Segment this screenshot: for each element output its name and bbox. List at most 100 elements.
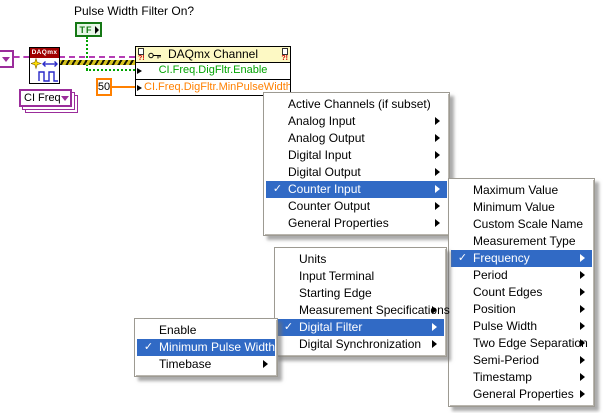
numeric-wire: [112, 86, 135, 88]
reference-icon: [148, 52, 161, 59]
menu-item-enable[interactable]: Enable: [137, 322, 275, 339]
menu-item-label: Timebase: [159, 357, 212, 371]
menu-item-label: Active Channels (if subset): [288, 97, 431, 111]
error-glyph: ?!: [138, 55, 145, 62]
daqmx-channel-property-node[interactable]: ?! DAQmx Channel ?! CI.Freq.DigFltr.Enab…: [135, 46, 291, 96]
menu-item-measurement-specifications[interactable]: Measurement Specifications: [277, 302, 450, 319]
menu-item-digital-input[interactable]: Digital Input: [266, 147, 447, 164]
checkmark-icon: ✓: [143, 341, 154, 353]
numeric-constant[interactable]: 50: [96, 78, 112, 96]
menu-item-label: Digital Synchronization: [299, 337, 422, 351]
submenu-arrow-icon: [435, 202, 440, 210]
submenu-arrow-icon: [580, 288, 585, 296]
submenu-arrow-icon: [432, 323, 437, 331]
menu-item-label: Count Edges: [473, 285, 543, 299]
property-node-title: DAQmx Channel: [167, 47, 259, 61]
submenu-arrow-icon: [435, 151, 440, 159]
menu-item-counter-output[interactable]: Counter Output: [266, 198, 447, 215]
daqmx-task-wire: [59, 60, 135, 65]
menu-item-units[interactable]: Units: [277, 251, 444, 268]
selector-value: CI Freq: [24, 92, 61, 104]
channel-wire-left: [14, 56, 29, 58]
submenu-arrow-icon: [435, 219, 440, 227]
error-glyph: ?!: [281, 55, 288, 62]
boolean-wire-vertical: [86, 37, 88, 70]
menu-item-label: Digital Input: [288, 148, 352, 162]
menu-item-label: Units: [299, 252, 327, 266]
checkmark-icon: ✓: [457, 252, 468, 264]
submenu-arrow-icon: [580, 390, 585, 398]
property-row-ci-freq-digfltr-minpulsewidth[interactable]: CI.Freq.DigFltr.MinPulseWidth: [136, 79, 290, 95]
menu-item-frequency[interactable]: ✓ Frequency: [451, 250, 592, 267]
property-row-label: CI.Freq.DigFltr.MinPulseWidth: [144, 81, 290, 93]
menu-item-custom-scale-name[interactable]: Custom Scale Name: [451, 216, 592, 233]
submenu-arrow-icon: [580, 305, 585, 313]
menu-item-general-properties[interactable]: General Properties: [266, 215, 447, 232]
menu-item-digital-synchronization[interactable]: Digital Synchronization: [277, 336, 444, 353]
dropdown-arrow-icon: [2, 56, 10, 62]
menu-item-label: Period: [473, 268, 508, 282]
menu-item-label: Custom Scale Name: [473, 217, 584, 231]
menu-item-analog-output[interactable]: Analog Output: [266, 130, 447, 147]
menu-item-minimum-pulse-width[interactable]: ✓Minimum Pulse Width: [137, 339, 275, 356]
menu-item-digital-filter[interactable]: ✓ Digital Filter: [277, 319, 444, 336]
menu-item-label: Digital Output: [288, 165, 361, 179]
menu-item-label: Starting Edge: [299, 286, 372, 300]
menu-item-general-properties[interactable]: General Properties: [451, 386, 592, 403]
dropdown-arrow-icon: [61, 95, 69, 101]
menu-item-label: Measurement Type: [473, 234, 576, 248]
input-terminal-icon: [137, 85, 142, 91]
menu-item-analog-input[interactable]: Analog Input: [266, 113, 447, 130]
boolean-constant-label: Pulse Width Filter On?: [74, 4, 195, 18]
menu-item-input-terminal[interactable]: Input Terminal: [277, 268, 444, 285]
menu-item-counter-input[interactable]: ✓Counter Input: [266, 181, 447, 198]
menu-item-label: Input Terminal: [299, 269, 375, 283]
menu-item-maximum-value[interactable]: Maximum Value: [451, 182, 592, 199]
channel-constant[interactable]: [0, 50, 14, 68]
daqmx-create-channel-vi[interactable]: DAQmx: [29, 47, 60, 84]
menu-item-label: Digital Filter: [299, 320, 363, 334]
submenu-arrow-icon: [435, 134, 440, 142]
menu-item-pulse-width[interactable]: Pulse Width: [451, 318, 592, 335]
menu-item-digital-output[interactable]: Digital Output: [266, 164, 447, 181]
menu-item-timebase[interactable]: Timebase: [137, 356, 275, 373]
submenu-arrow-icon: [435, 168, 440, 176]
submenu-arrow-icon: [580, 322, 585, 330]
menu-item-two-edge-separation[interactable]: Two Edge Separation: [451, 335, 592, 352]
boolean-wire-horizontal: [86, 69, 135, 71]
menu-item-label: Frequency: [473, 251, 530, 265]
menu-item-count-edges[interactable]: Count Edges: [451, 284, 592, 301]
polymorphic-vi-selector[interactable]: CI Freq: [19, 89, 72, 107]
submenu-arrow-icon: [432, 340, 437, 348]
menu-item-label: Enable: [159, 323, 197, 337]
menu-item-label: Two Edge Separation: [473, 336, 588, 350]
menu-item-period[interactable]: Period: [451, 267, 592, 284]
menu-item-label: Minimum Value: [473, 200, 555, 214]
tf-arrow-icon: [95, 25, 99, 34]
menu-item-semi-period[interactable]: Semi-Period: [451, 352, 592, 369]
menu-item-minimum-value[interactable]: Minimum Value: [451, 199, 592, 216]
submenu-arrow-icon: [580, 373, 585, 381]
channel-wire-right: [59, 56, 135, 58]
page-icon: [282, 48, 288, 55]
menu-item-measurement-type[interactable]: Measurement Type: [451, 233, 592, 250]
menu-item-starting-edge[interactable]: Starting Edge: [277, 285, 444, 302]
daqmx-vi-icon: [31, 58, 58, 82]
tf-boolean-constant[interactable]: TF: [75, 22, 102, 37]
menu-item-timestamp[interactable]: Timestamp: [451, 369, 592, 386]
submenu-arrow-icon: [580, 339, 585, 347]
menu-item-active-channels-if-subset[interactable]: Active Channels (if subset): [266, 96, 447, 113]
menu-item-label: Position: [473, 302, 516, 316]
checkmark-icon: ✓: [283, 321, 294, 333]
property-row-label: CI.Freq.DigFltr.Enable: [158, 64, 268, 76]
property-row-ci-freq-digfltr-enable[interactable]: CI.Freq.DigFltr.Enable: [136, 63, 290, 79]
submenu-arrow-icon: [580, 271, 585, 279]
menu-item-position[interactable]: Position: [451, 301, 592, 318]
menu-item-label: Maximum Value: [473, 183, 559, 197]
menu-item-label: Counter Input: [288, 182, 361, 196]
input-terminal-icon: [137, 68, 142, 74]
